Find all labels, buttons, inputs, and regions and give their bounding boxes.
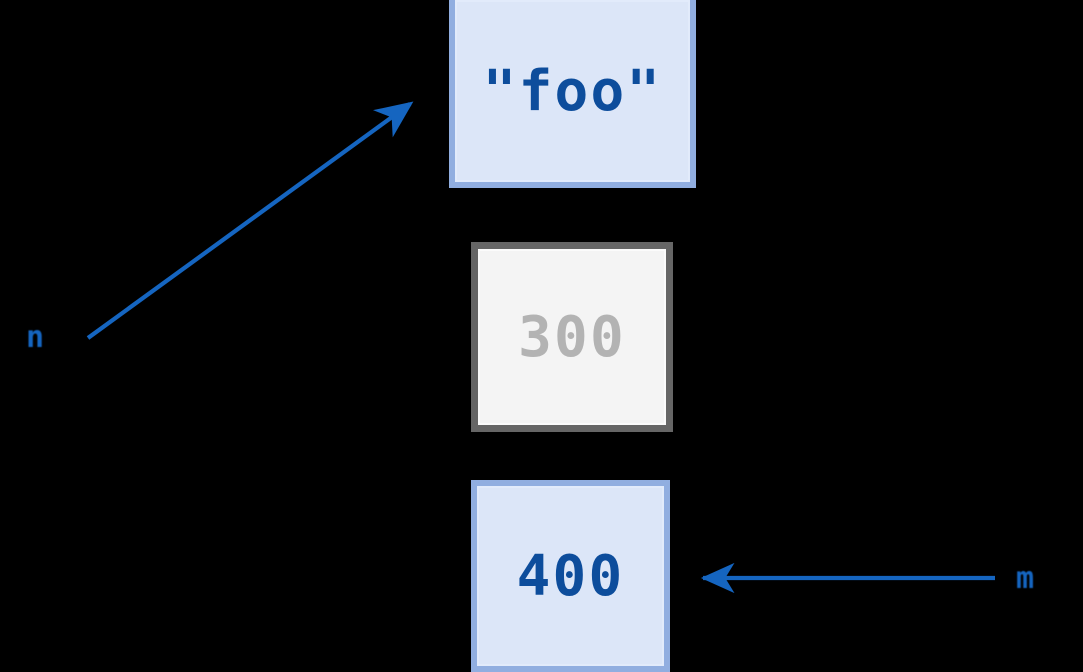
value-box-300: 300	[471, 242, 673, 432]
variable-label-right: m	[1016, 561, 1035, 596]
value-box-foo: "foo"	[449, 0, 696, 188]
value-box-400: 400	[471, 480, 670, 672]
arrow-n-to-foo	[86, 101, 414, 340]
variable-label-left: n	[26, 320, 45, 355]
value-box-foo-text: "foo"	[482, 58, 663, 124]
value-box-400-text: 400	[516, 543, 625, 609]
value-box-300-text: 300	[518, 304, 626, 370]
